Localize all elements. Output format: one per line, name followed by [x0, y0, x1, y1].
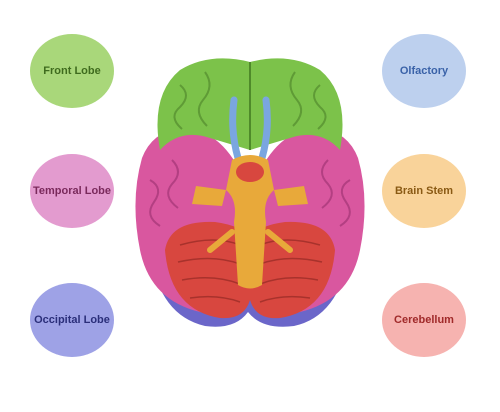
olfactory-label: Olfactory: [399, 65, 449, 77]
temporal-lobe-label-bubble: Temporal Lobe: [30, 154, 114, 228]
cerebellar-peduncles: [207, 229, 293, 253]
cerebellum-label-bubble: Cerebellum: [382, 283, 466, 357]
cerebellum-label: Cerebellum: [394, 314, 454, 326]
olfactory-label-bubble: Olfactory: [382, 34, 466, 108]
frontal-gyri: [173, 71, 327, 130]
occipital-lobe-label-bubble: Occipital Lobe: [30, 283, 114, 357]
frontal-lobe-label: Front Lobe: [43, 65, 101, 77]
brain-stem-label-bubble: Brain Stem: [382, 154, 466, 228]
occipital-lobe-label: Occipital Lobe: [34, 314, 110, 326]
temporal-gyri: [149, 159, 351, 227]
pons-detail: [236, 162, 264, 182]
olfactory-tract-right: [258, 96, 271, 162]
frontal-lobe-label-bubble: Front Lobe: [30, 34, 114, 108]
cranial-nerve-left: [192, 186, 226, 206]
brain-stem-region: [226, 155, 274, 289]
olfactory-tract-left: [229, 96, 242, 162]
temporal-lobe-label: Temporal Lobe: [32, 185, 112, 197]
cranial-nerve-right: [274, 186, 308, 206]
brain-stem-label: Brain Stem: [394, 185, 454, 197]
